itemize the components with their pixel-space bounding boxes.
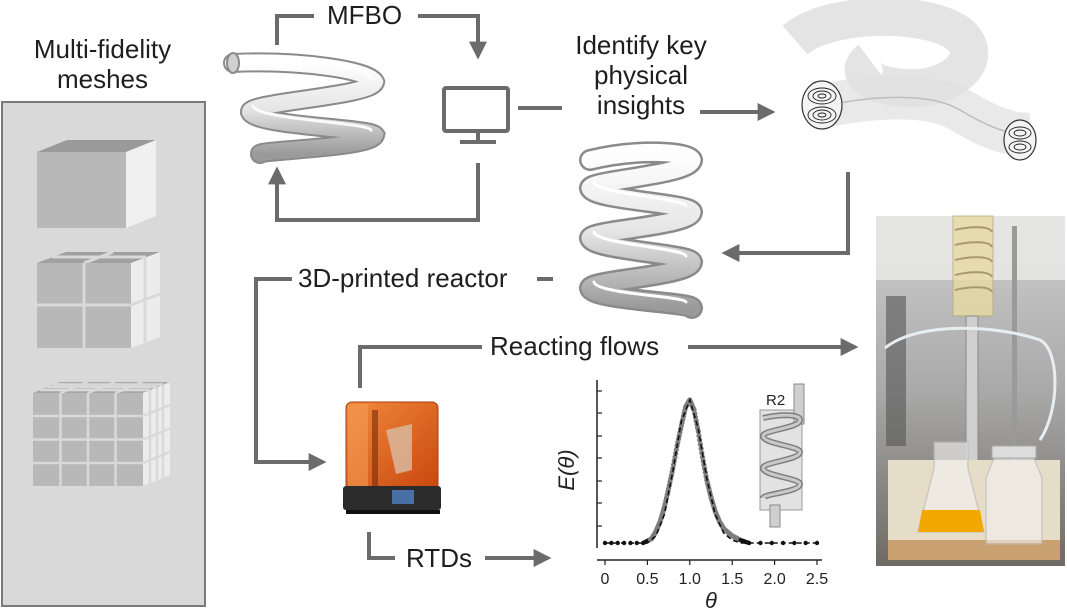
- rtds-label: RTDs: [406, 543, 472, 573]
- cfd-flow-visualization: [782, 0, 1037, 161]
- lab-setup-photo: [876, 215, 1065, 566]
- meshes-label: Multi-fidelity meshes: [20, 34, 185, 94]
- y-axis-ticks: [597, 390, 602, 527]
- x-tick-label: 0.5: [636, 571, 658, 588]
- rtd-chart: 0 0.5 1.0 1.5 2.0 2.5 E(θ) θ R2: [554, 380, 828, 613]
- x-tick-label: 1.5: [721, 571, 743, 588]
- coil-geometry-top: [223, 52, 386, 164]
- y-axis-label: E(θ): [554, 449, 579, 490]
- fine-mesh-cube: [33, 380, 171, 486]
- meshes-label-line-1: Multi-fidelity: [33, 34, 172, 64]
- x-tick-label: 2.5: [806, 571, 828, 588]
- meshes-label-line-2: meshes: [56, 64, 149, 94]
- insights-label-line-2: physical: [594, 60, 688, 90]
- data-point-marker: [609, 540, 614, 546]
- connector-lines: [254, 14, 859, 567]
- insights-label: Identify key physical insights: [556, 30, 726, 120]
- mfbo-label: MFBO: [327, 0, 403, 30]
- coarse-mesh-cube: [37, 140, 156, 228]
- data-point-marker: [792, 540, 797, 546]
- printed-reactor-label: 3D-printed reactor: [298, 263, 508, 293]
- medium-mesh-cube: [37, 250, 161, 348]
- 3d-printer-icon: [343, 401, 441, 514]
- x-tick-label: 1.0: [679, 571, 701, 588]
- inset-reactor-r2: R2: [759, 383, 805, 528]
- helical-reactor-geometry: [578, 141, 704, 319]
- model-dashed-line: [605, 397, 817, 544]
- insights-label-line-1: Identify key: [575, 30, 707, 60]
- reacting-flows-label: Reacting flows: [490, 331, 660, 361]
- inset-label: R2: [766, 392, 785, 409]
- monitor-icon: [442, 86, 510, 144]
- x-tick-label: 2.0: [763, 571, 785, 588]
- insights-label-line-3: insights: [596, 90, 686, 120]
- x-tick-label: 0: [601, 571, 610, 588]
- x-axis-ticks: 0 0.5 1.0 1.5 2.0 2.5: [601, 560, 828, 588]
- x-axis-label: θ: [705, 588, 717, 613]
- data-point-marker: [769, 540, 774, 546]
- data-point-marker: [634, 540, 639, 546]
